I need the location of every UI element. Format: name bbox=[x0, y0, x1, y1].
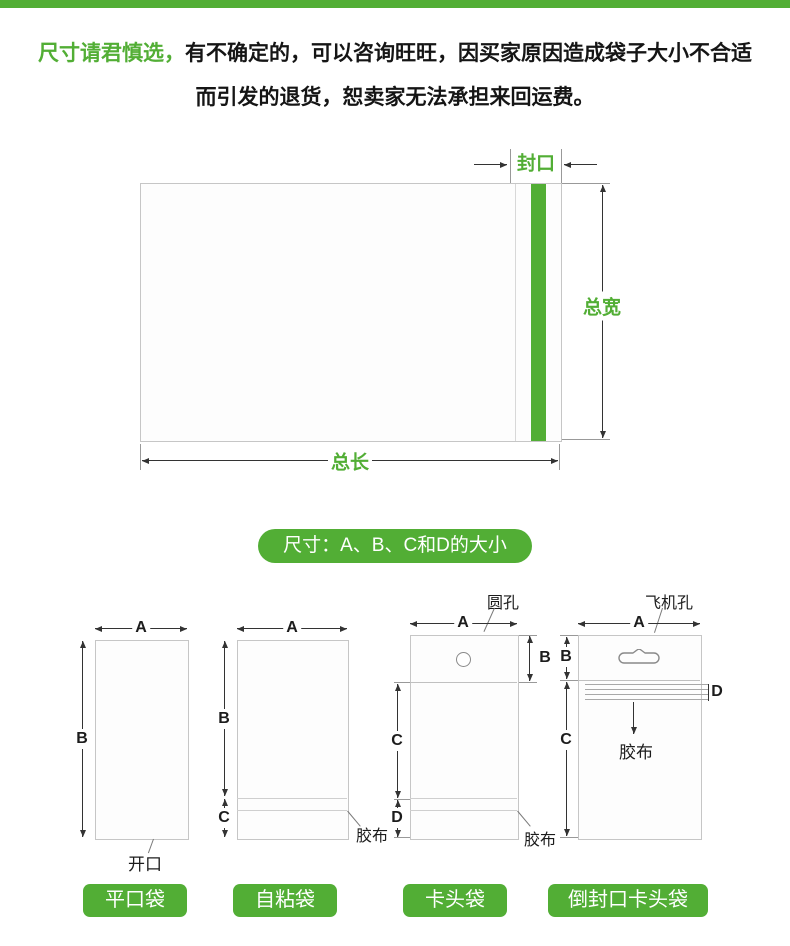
header-bag-dim-b-line bbox=[527, 636, 533, 681]
tag-header-bag: 卡头袋 bbox=[403, 884, 507, 917]
header-bag-dim-d-label: D bbox=[388, 808, 406, 828]
seal-tick-right bbox=[561, 149, 562, 183]
header-bag-ext-mid bbox=[519, 682, 537, 683]
selfseal-dim-c-label: C bbox=[215, 808, 233, 828]
header-bag-dim-a-label: A bbox=[454, 613, 472, 633]
header-bag-tape-pointer bbox=[517, 810, 531, 827]
notice-line-2: 而引发的退货，恕卖家无法承担来回运费。 bbox=[195, 86, 595, 109]
reverse-bag-dim-a-label: A bbox=[630, 613, 648, 633]
selfseal-tape-line bbox=[237, 810, 347, 811]
reverse-bag-dim-d-line bbox=[708, 684, 709, 701]
selfseal-fold-line bbox=[237, 798, 347, 799]
tag-flat-bag: 平口袋 bbox=[83, 884, 187, 917]
reverse-bag-tape-label: 胶布 bbox=[619, 743, 653, 762]
round-hole bbox=[456, 652, 471, 667]
seal-dim-arrow-left bbox=[474, 162, 507, 168]
size-banner: 尺寸：A、B、C和D的大小 bbox=[258, 529, 532, 563]
notice-line-1-text: 有不确定的，可以咨询旺旺，因买家原因造成袋子大小不合适 bbox=[185, 42, 752, 65]
reverse-bag-ext-mid bbox=[560, 680, 578, 681]
reverse-bag-outline bbox=[578, 635, 702, 840]
seal-stripe bbox=[531, 184, 546, 441]
airplane-hole bbox=[618, 649, 660, 664]
reverse-bag-header-line bbox=[578, 680, 700, 681]
notice-line-1: 尺寸请君慎选，有不确定的，可以咨询旺旺，因买家原因造成袋子大小不合适 bbox=[0, 40, 790, 68]
reverse-bag-ext-top bbox=[560, 635, 578, 636]
notice-highlight: 尺寸请君慎选， bbox=[38, 42, 185, 65]
reverse-bag-tape-arrow bbox=[631, 702, 637, 734]
header-bag-tape-label: 胶布 bbox=[524, 832, 557, 849]
reverse-bag-dim-c-label: C bbox=[557, 730, 575, 750]
tape-hatch-strip bbox=[585, 684, 708, 701]
header-bag-fold-line bbox=[410, 798, 517, 799]
header-bag-ext-left-1 bbox=[394, 682, 410, 683]
length-ext-line-right bbox=[559, 444, 560, 470]
reverse-bag-dim-c-line bbox=[564, 682, 570, 836]
selfseal-tape-label: 胶布 bbox=[356, 828, 389, 845]
seal-label: 封口 bbox=[516, 153, 556, 175]
total-width-label: 总宽 bbox=[579, 291, 625, 321]
main-bag-outline bbox=[140, 183, 562, 442]
header-bag-ext-left-2 bbox=[394, 799, 410, 800]
reverse-bag-dim-d-label: D bbox=[711, 683, 723, 700]
round-hole-label: 圆孔 bbox=[487, 595, 520, 612]
reverse-bag-dim-b-label: B bbox=[557, 647, 575, 667]
length-ext-line-left bbox=[140, 444, 141, 470]
flat-bag-outline bbox=[95, 640, 189, 840]
header-bag-header-line bbox=[410, 682, 517, 683]
header-bag-tape-line bbox=[410, 810, 517, 811]
selfseal-dim-b-label: B bbox=[215, 709, 233, 729]
header-bag-ext-left-3 bbox=[394, 837, 410, 838]
seal-tick-left bbox=[510, 149, 511, 183]
tag-reverse-header-bag: 倒封口卡头袋 bbox=[548, 884, 708, 917]
total-length-label: 总长 bbox=[327, 446, 373, 476]
width-ext-line-bottom bbox=[562, 439, 610, 440]
airplane-hole-label: 飞机孔 bbox=[645, 595, 694, 612]
flat-bag-opening-label: 开口 bbox=[128, 855, 162, 874]
selfseal-dim-a-label: A bbox=[283, 618, 301, 638]
seal-dim-arrow-right bbox=[564, 162, 597, 168]
top-accent-bar bbox=[0, 0, 790, 8]
flat-bag-dim-a-label: A bbox=[132, 618, 150, 638]
selfseal-bag-outline bbox=[237, 640, 349, 840]
header-bag-dim-c-label: C bbox=[388, 731, 406, 751]
tag-selfseal-bag: 自粘袋 bbox=[233, 884, 337, 917]
bag-fold-line bbox=[515, 184, 516, 441]
reverse-bag-ext-bottom bbox=[560, 837, 578, 838]
width-ext-line-top bbox=[562, 183, 610, 184]
header-bag-ext-top bbox=[519, 635, 537, 636]
header-bag-dim-b-label: B bbox=[539, 649, 551, 666]
header-bag-outline bbox=[410, 635, 519, 840]
flat-bag-dim-b-label: B bbox=[73, 729, 91, 749]
